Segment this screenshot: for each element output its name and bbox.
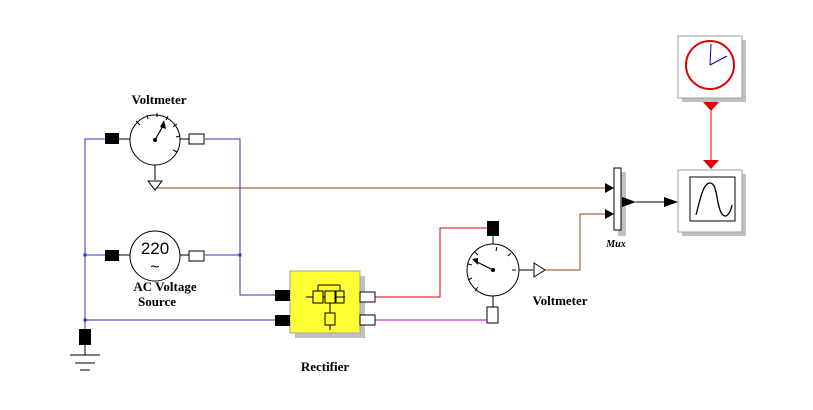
input-arrow xyxy=(664,197,678,207)
rectifier-block[interactable]: Rectifier xyxy=(275,270,376,374)
port-white xyxy=(486,306,499,324)
ac-source-label-line2: Source xyxy=(138,294,176,309)
voltmeter-top-label: Voltmeter xyxy=(131,92,186,107)
ground-icon xyxy=(70,345,100,371)
input-arrow xyxy=(605,183,614,193)
voltmeter-top-block[interactable]: Voltmeter xyxy=(105,92,205,191)
junction-dots xyxy=(83,253,242,322)
ac-source-circle xyxy=(129,230,181,282)
wire-voltmeter2-to-mux xyxy=(545,213,605,271)
oscilloscope-icon xyxy=(689,176,736,222)
port-white xyxy=(359,291,376,303)
mux-label: Mux xyxy=(605,239,625,250)
wire-voltmeter1-to-mux xyxy=(154,187,605,190)
ac-source-symbol: ~ xyxy=(150,259,159,276)
ac-source-label-line1: AC Voltage xyxy=(133,279,196,294)
input-arrow xyxy=(605,209,614,219)
gauge-icon xyxy=(129,113,181,166)
clock-input-arrow xyxy=(703,160,719,169)
port-black xyxy=(487,221,499,236)
ac-source-value: 220 xyxy=(141,239,169,258)
port-black xyxy=(275,315,290,326)
port-white xyxy=(188,250,205,262)
output-port-triangle xyxy=(533,262,546,278)
wire-voltmeter-right xyxy=(205,138,280,296)
mux-body xyxy=(613,167,622,231)
clock-block[interactable] xyxy=(677,35,746,111)
clock-icon xyxy=(685,40,735,90)
ground-block[interactable] xyxy=(70,329,100,371)
wire-rectifier-red xyxy=(375,227,487,298)
port-white xyxy=(188,133,205,145)
port-black xyxy=(105,250,119,261)
port-white xyxy=(359,314,376,326)
junction-dot xyxy=(238,253,242,257)
ac-voltage-source-block[interactable]: 220 ~ AC Voltage Source xyxy=(105,230,205,309)
scope-block[interactable] xyxy=(664,169,746,236)
output-port-triangle xyxy=(146,180,164,191)
port-black xyxy=(105,133,119,144)
port-black xyxy=(275,290,290,301)
voltmeter-right-label: Voltmeter xyxy=(532,293,587,308)
rectifier-icon xyxy=(306,284,345,330)
mux-block[interactable]: Mux xyxy=(605,167,636,250)
rectifier-label: Rectifier xyxy=(301,359,350,374)
port-black xyxy=(79,329,91,345)
output-arrow xyxy=(622,197,636,207)
output-arrow-red xyxy=(703,102,719,111)
junction-dot xyxy=(83,318,87,322)
gauge-icon xyxy=(466,243,520,297)
junction-dot xyxy=(83,253,87,257)
voltmeter-right-block[interactable]: Voltmeter xyxy=(466,221,588,324)
wire-left-bus xyxy=(84,138,280,321)
